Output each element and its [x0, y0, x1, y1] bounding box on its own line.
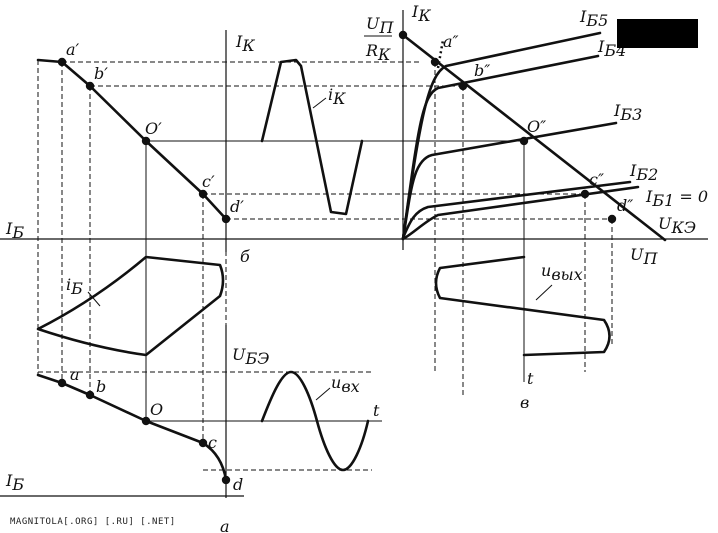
label-a: a	[70, 365, 80, 384]
panel-a-input: UБЭ IБ a b O c d uвх t а	[0, 60, 382, 533]
transfer-curve	[36, 58, 228, 221]
label-c-prime: c′	[202, 172, 215, 191]
label-c-dd: c″	[589, 170, 604, 189]
ik-waveform	[260, 58, 364, 216]
point-c-dd	[580, 189, 590, 199]
label-ib3: IБ3	[613, 101, 642, 124]
input-characteristic	[36, 373, 228, 482]
ube-axis-label: UБЭ	[232, 345, 269, 368]
label-b: b	[96, 377, 106, 396]
panel-label-a: а	[220, 517, 230, 533]
label-o: O	[150, 400, 163, 419]
point-b	[85, 390, 95, 400]
label-b-prime: b′	[94, 64, 108, 83]
label-ib1: IБ1 = 0	[645, 187, 708, 210]
ib-wave-label: iБ	[66, 275, 83, 298]
uin-wave-leader	[315, 387, 331, 401]
up-numerator: UП	[366, 14, 394, 37]
redaction-box	[617, 19, 698, 48]
panel-v-output: IК UП RК UКЭ UП a″ b″ O″ c″ d″ IБ5 IБ4 I…	[364, 2, 708, 412]
uout-wave-label: uвых	[541, 261, 583, 284]
t-label-input: t	[373, 401, 380, 420]
ib-axis-label-top: IБ	[5, 219, 24, 242]
label-d-prime: d′	[230, 197, 244, 216]
load-line	[401, 33, 667, 242]
point-d-dd	[607, 214, 617, 224]
point-o-dd	[519, 136, 529, 146]
panel-b-transfer: IК IБ a′ b′ O′ c′ d′ iК б	[0, 30, 612, 266]
point-c	[198, 438, 208, 448]
uke-axis-label: UКЭ	[658, 214, 696, 237]
curve-ib2	[401, 180, 632, 240]
point-a-dd	[430, 57, 440, 67]
label-a-prime: a′	[66, 40, 80, 59]
panel-label-b: б	[240, 247, 250, 266]
label-ib2: IБ2	[629, 161, 658, 184]
curve-ib3	[401, 121, 618, 241]
rk-denominator: RК	[365, 41, 391, 64]
label-ib5: IБ5	[579, 7, 608, 30]
curve-ib1	[401, 185, 640, 241]
label-b-dd: b″	[474, 61, 490, 80]
ib-axis-label-bottom: IБ	[5, 471, 24, 494]
ib-waveform-group: iБ	[36, 255, 225, 357]
up-label: UП	[630, 245, 658, 268]
label-d-dd: d″	[617, 196, 633, 215]
point-o	[141, 416, 151, 426]
watermark-text: MAGNITOLA[.ORG] [.RU] [.NET]	[10, 517, 176, 527]
label-a-dd: a″	[443, 32, 459, 51]
point-d	[221, 475, 231, 485]
label-o-prime: O′	[145, 119, 162, 138]
point-up-rk	[398, 30, 408, 40]
ik-axis-label-left: IК	[235, 32, 255, 55]
uin-waveform	[260, 370, 370, 472]
label-d: d	[233, 475, 243, 494]
ib-waveform	[36, 255, 225, 357]
ik-wave-leader	[312, 97, 327, 109]
uout-wave-leader	[535, 284, 553, 301]
t-label-output: t	[527, 369, 534, 388]
point-b-dd	[458, 81, 468, 91]
ik-wave-label: iК	[328, 85, 346, 108]
panel-label-v: в	[520, 393, 529, 412]
curve-ib5	[401, 31, 602, 241]
label-o-dd: O″	[527, 117, 546, 136]
label-c: c	[208, 433, 217, 452]
ik-axis-label-right: IК	[411, 2, 431, 25]
point-a	[57, 378, 67, 388]
uin-wave-label: uвх	[331, 373, 360, 396]
uout-waveform	[434, 255, 611, 357]
